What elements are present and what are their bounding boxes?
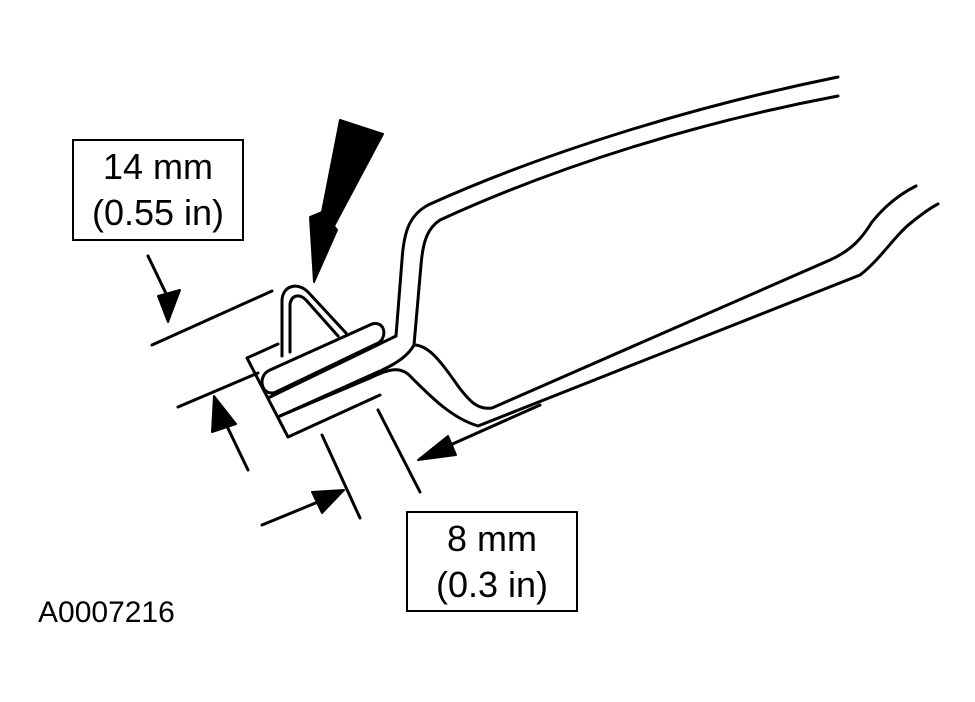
figure-id: A0007216 — [38, 596, 175, 629]
dimension-metric: 14 mm — [102, 146, 214, 187]
panel-inner-top-edge — [412, 94, 840, 347]
arrowhead-right-icon — [311, 489, 345, 514]
clip-base-rail — [260, 322, 386, 395]
dimension-imperial: (0.55 in) — [91, 192, 225, 233]
ext-line-right — [376, 408, 422, 494]
panel-end-face — [245, 342, 382, 439]
trim-panel — [245, 75, 940, 439]
arrowhead-up-icon — [211, 395, 237, 433]
dimension-8mm — [260, 403, 542, 527]
retaining-clip — [260, 284, 386, 395]
clip-wire-loop — [280, 284, 348, 358]
ext-line-left — [320, 433, 362, 520]
panel-flange-top — [412, 184, 918, 410]
panel-flange-bottom — [278, 202, 940, 428]
dimension-label-14mm: 14 mm (0.55 in) — [72, 139, 244, 241]
panel-outer-top-edge — [394, 75, 840, 338]
dimension-label-8mm: 8 mm (0.3 in) — [406, 511, 578, 612]
dimension-imperial: (0.3 in) — [435, 563, 549, 605]
clip-wire-inner — [288, 294, 340, 354]
leader-left — [260, 500, 320, 527]
arrowhead-left-icon — [417, 435, 457, 461]
ext-line-top — [150, 289, 274, 347]
panel-inner-bottom-edge — [278, 343, 416, 418]
clip-location-arrow-icon — [309, 119, 384, 283]
panel-outer-bottom-edge — [266, 334, 398, 400]
ext-line-bottom — [176, 371, 260, 409]
arrowhead-down-icon — [157, 289, 181, 323]
dimension-14mm — [146, 254, 274, 472]
dimension-metric: 8 mm — [447, 517, 537, 559]
leader-right — [446, 403, 542, 448]
leader-lower — [222, 418, 250, 472]
